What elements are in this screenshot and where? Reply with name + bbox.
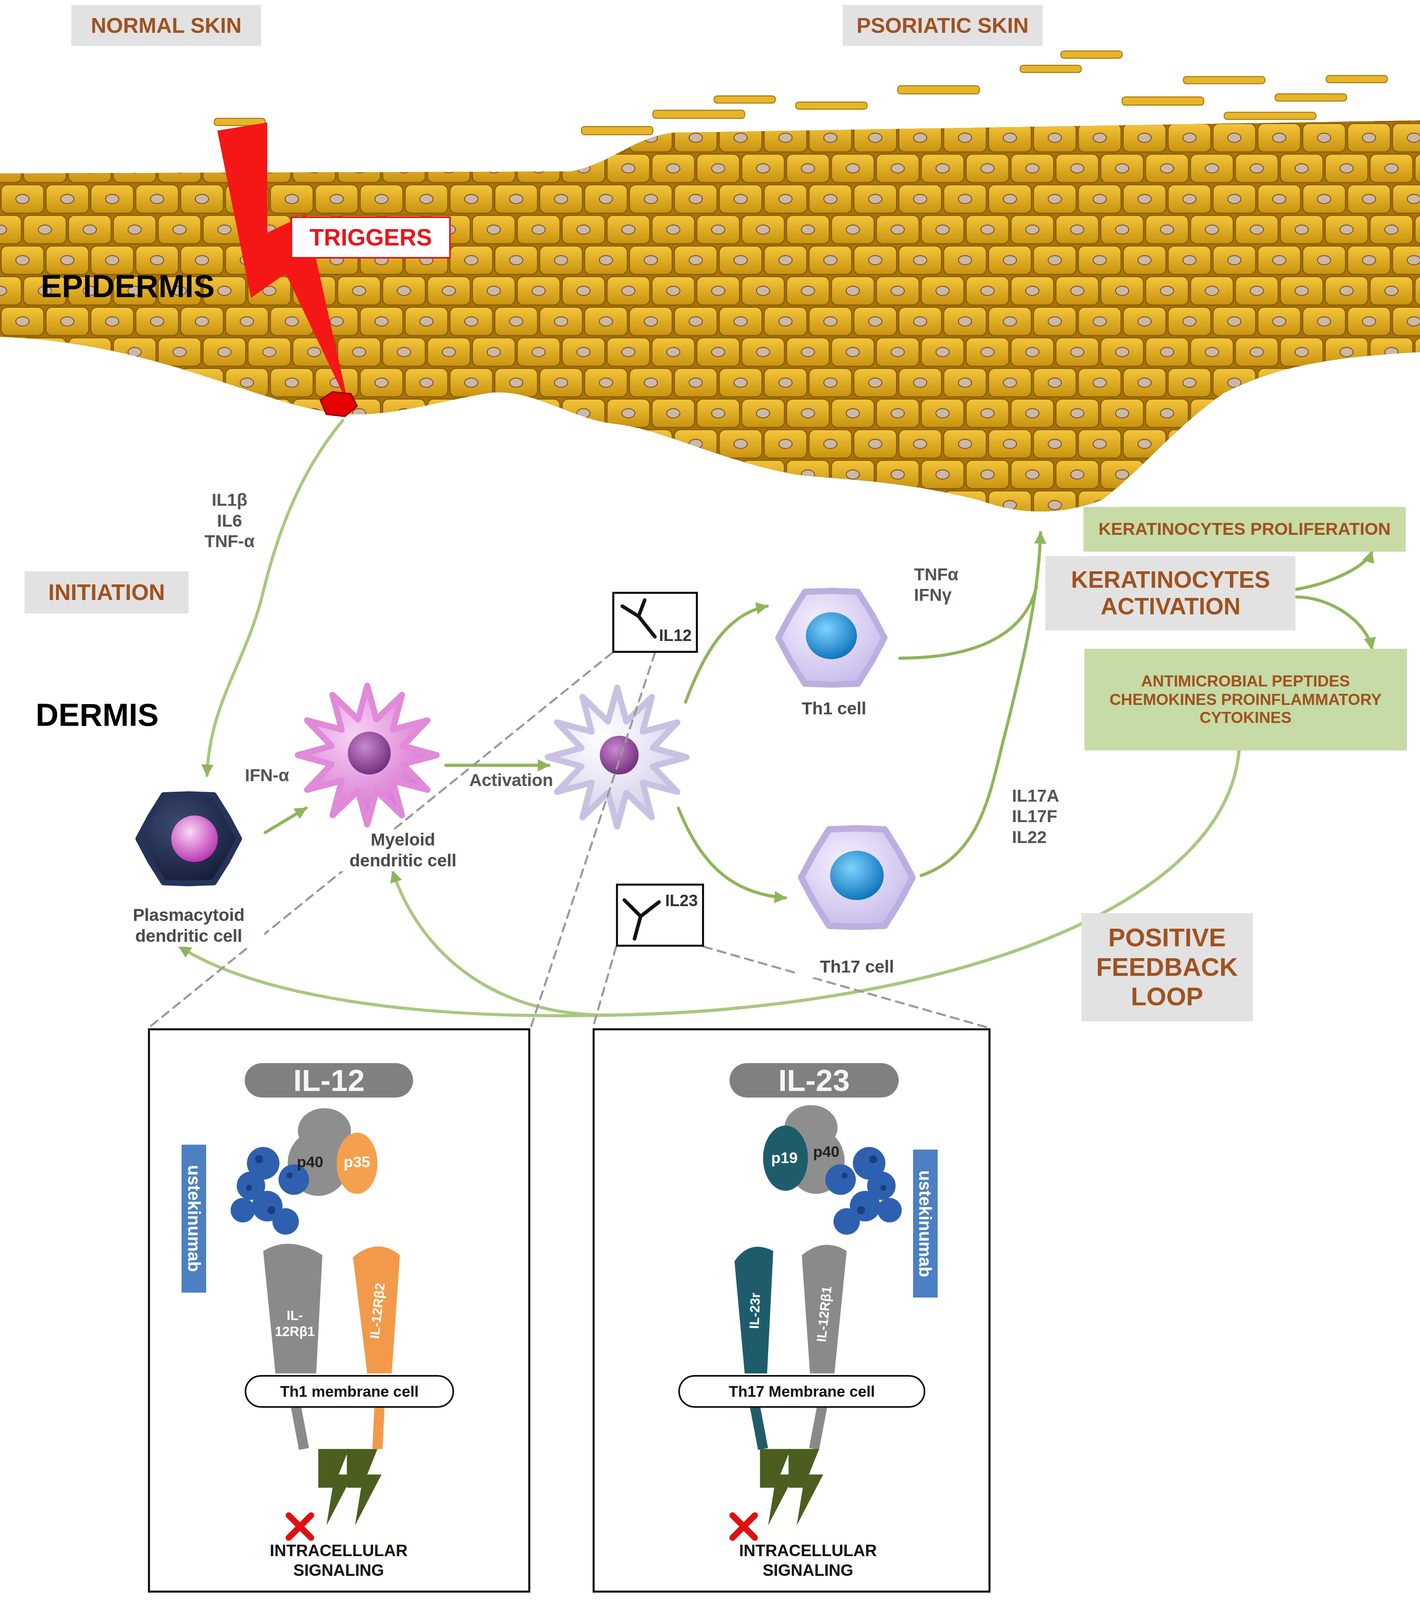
node-text: Myeloid dendritic cell xyxy=(336,829,470,872)
membrane-bar: Th1 membrane cell xyxy=(244,1374,454,1408)
connector-arrow xyxy=(265,808,307,833)
text-label: TNFα IFNγ xyxy=(913,564,971,607)
connector-arrow xyxy=(1295,551,1372,590)
cell-node: Plasmacytoid dendritic cell xyxy=(112,783,266,947)
drug-label: ustekinumab xyxy=(913,1149,938,1298)
cell-node: Th1 cell xyxy=(775,586,893,720)
connector-arrow xyxy=(1295,596,1372,649)
membrane-bar: Th17 Membrane cell xyxy=(678,1374,925,1408)
text-label: IFN-α xyxy=(244,765,289,787)
node-text: IL23 xyxy=(665,891,698,910)
section-label: PSORIATIC SKIN xyxy=(842,4,1043,46)
text-label: p40 xyxy=(813,1142,840,1161)
node-text: IL-12 xyxy=(293,1063,365,1098)
text-label: IL17A IL17F IL22 xyxy=(1011,785,1068,848)
process-box: KERATINOCYTES ACTIVATION xyxy=(1045,556,1296,631)
node-text: Th1 membrane cell xyxy=(279,1383,419,1400)
zoom-line xyxy=(530,652,655,1029)
node-text: NORMAL SKIN xyxy=(90,13,242,38)
zoom-line xyxy=(592,946,616,1029)
text-label: Activation xyxy=(469,770,553,791)
text-label: DERMIS xyxy=(35,695,159,734)
text-label: IL-12Rβ2 xyxy=(366,1282,389,1340)
node-text: ANTIMICROBIAL PEPTIDES CHEMOKINES PROINF… xyxy=(1107,672,1384,727)
node-text: PSORIATIC SKIN xyxy=(856,13,1029,38)
detail-panel: INTRACELLULAR SIGNALING IL-12 ustekinumabT… xyxy=(147,1028,531,1593)
text-label: p40 xyxy=(296,1152,323,1172)
node-text: INTRACELLULAR SIGNALING xyxy=(256,1540,421,1581)
section-label: NORMAL SKIN xyxy=(71,4,262,46)
detail-panel: INTRACELLULAR SIGNALING IL-23 ustekinumabT… xyxy=(592,1028,991,1593)
node-text: Th17 Membrane cell xyxy=(728,1383,875,1400)
node-text: KERATINOCYTES ACTIVATION xyxy=(1055,566,1286,621)
node-text: INITIATION xyxy=(48,579,166,606)
cytokine-box: IL12 xyxy=(612,591,698,653)
zoom-line xyxy=(704,946,991,1029)
text-label: IL-12Rβ1 xyxy=(268,1307,322,1340)
text-label: IL1β IL6 TNF-α xyxy=(199,489,260,553)
text-label: IL-23r xyxy=(746,1292,764,1330)
loop-label: POSITIVE FEEDBACK LOOP xyxy=(1081,913,1253,1022)
cytokine-title: IL-12 xyxy=(244,1063,414,1098)
text-label: p19 xyxy=(771,1148,798,1168)
text-label: IL-12Rβ1 xyxy=(813,1285,836,1343)
cell-node: Th17 cell xyxy=(790,828,924,977)
node-text: ustekinumab xyxy=(915,1170,936,1277)
text-label: p35 xyxy=(343,1152,371,1172)
drug-label: ustekinumab xyxy=(181,1144,207,1293)
cytokine-box: IL23 xyxy=(615,883,704,947)
cytokine-title: IL-23 xyxy=(729,1063,899,1098)
node-text: Th17 cell xyxy=(795,956,919,978)
node-text: INTRACELLULAR SIGNALING xyxy=(726,1540,890,1581)
node-text: IL12 xyxy=(658,626,692,645)
node-text: Plasmacytoid dendritic cell xyxy=(113,904,264,947)
node-text: KERATINOCYTES PROLIFERATION xyxy=(1098,519,1391,540)
node-text: Th1 cell xyxy=(777,698,891,720)
text-label: EPIDERMIS xyxy=(40,267,215,306)
node-text: TRIGGERS xyxy=(309,224,432,252)
connector-arrow xyxy=(179,750,1240,1016)
node-text: IL-23 xyxy=(778,1063,850,1098)
effect-box: KERATINOCYTES PROLIFERATION xyxy=(1083,506,1407,552)
effect-box: ANTIMICROBIAL PEPTIDES CHEMOKINES PROINF… xyxy=(1084,648,1407,751)
trigger-box: TRIGGERS xyxy=(290,216,451,260)
zoom-line xyxy=(147,652,613,1029)
node-text: ustekinumab xyxy=(184,1165,204,1273)
phase-label: INITIATION xyxy=(24,571,189,614)
node-text: POSITIVE FEEDBACK LOOP xyxy=(1089,922,1245,1012)
